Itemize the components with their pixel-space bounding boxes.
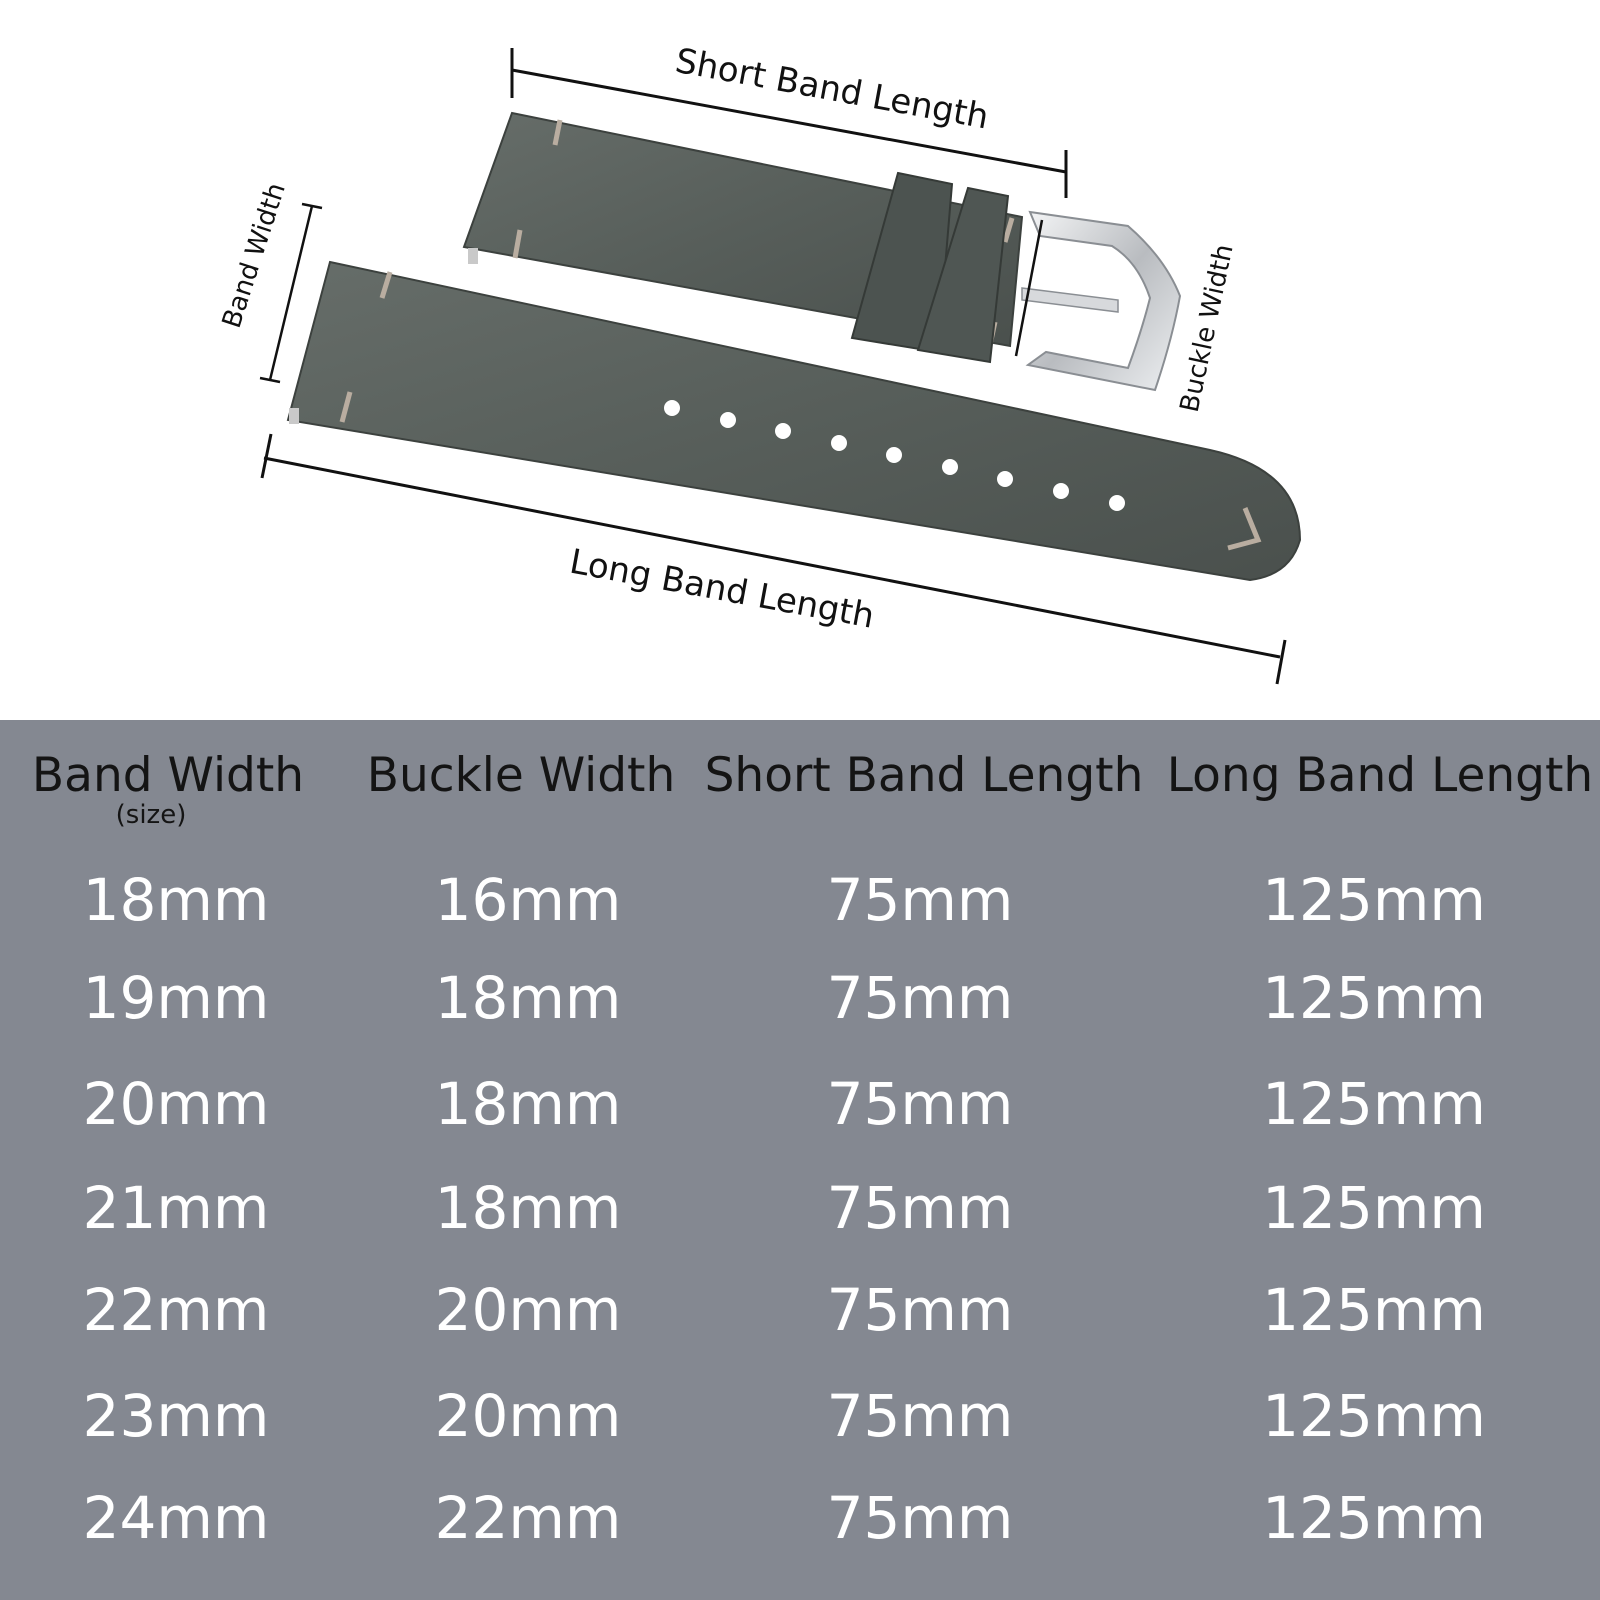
- buckle: [1021, 210, 1182, 392]
- table-row: 24mm 22mm 75mm 125mm: [0, 1478, 1600, 1558]
- long-band-leather: [286, 260, 1302, 582]
- table-row: 18mm 16mm 75mm 125mm: [0, 860, 1600, 940]
- size-table: Band Width (size) Buckle Width Short Ban…: [0, 720, 1600, 1600]
- cell-long-band-length: 125mm: [1262, 964, 1486, 1032]
- keeper-loop-2: [916, 186, 1010, 364]
- dimension-band-width: [259, 202, 323, 384]
- header-band-width-size-note: (size): [115, 800, 187, 830]
- long-band-stitch-top: [379, 271, 393, 299]
- short-band-pin: [468, 248, 478, 264]
- dimension-long-band-length: [260, 433, 1287, 685]
- cell-short-band-length: 75mm: [826, 1484, 1014, 1552]
- cell-band-width: 21mm: [82, 1174, 270, 1242]
- cell-band-width: 22mm: [82, 1276, 270, 1344]
- long-band-stitch-tip: [1227, 507, 1262, 551]
- short-band: [462, 111, 1024, 364]
- cell-band-width: 20mm: [82, 1070, 270, 1138]
- table-row: 19mm 18mm 75mm 125mm: [0, 958, 1600, 1038]
- cell-buckle-width: 20mm: [434, 1382, 622, 1450]
- cell-buckle-width: 18mm: [434, 1174, 622, 1242]
- cell-buckle-width: 20mm: [434, 1276, 622, 1344]
- cell-short-band-length: 75mm: [826, 1174, 1014, 1242]
- dimension-buckle-width: [1014, 219, 1044, 357]
- long-band: [286, 260, 1302, 582]
- cell-buckle-width: 16mm: [434, 866, 622, 934]
- cell-band-width: 24mm: [82, 1484, 270, 1552]
- cell-short-band-length: 75mm: [826, 866, 1014, 934]
- cell-buckle-width: 18mm: [434, 1070, 622, 1138]
- short-band-stitch-top: [552, 119, 563, 146]
- cell-long-band-length: 125mm: [1262, 1484, 1486, 1552]
- table-row: 23mm 20mm 75mm 125mm: [0, 1376, 1600, 1456]
- label-band-width: Band Width: [217, 179, 292, 331]
- buckle-frame: [1025, 210, 1182, 392]
- label-buckle-width: Buckle Width: [1175, 242, 1240, 415]
- cell-short-band-length: 75mm: [826, 1070, 1014, 1138]
- cell-band-width: 18mm: [82, 866, 270, 934]
- cell-long-band-length: 125mm: [1262, 1276, 1486, 1344]
- header-buckle-width: Buckle Width: [366, 748, 676, 803]
- long-band-stitch-bottom: [339, 391, 353, 423]
- cell-long-band-length: 125mm: [1262, 1174, 1486, 1242]
- strap-diagram: Short Band Length Long Band Length Band …: [217, 41, 1302, 685]
- label-long-band-length: Long Band Length: [567, 542, 878, 637]
- cell-band-width: 19mm: [82, 964, 270, 1032]
- label-short-band-length: Short Band Length: [672, 41, 991, 138]
- cell-buckle-width: 22mm: [434, 1484, 622, 1552]
- cell-long-band-length: 125mm: [1262, 1070, 1486, 1138]
- short-band-stitch-bottom: [512, 229, 523, 259]
- table-row: 20mm 18mm 75mm 125mm: [0, 1064, 1600, 1144]
- buckle-tongue: [1021, 287, 1119, 313]
- cell-short-band-length: 75mm: [826, 1276, 1014, 1344]
- cell-band-width: 23mm: [82, 1382, 270, 1450]
- long-band-pin: [289, 408, 299, 424]
- cell-long-band-length: 125mm: [1262, 866, 1486, 934]
- table-row: 22mm 20mm 75mm 125mm: [0, 1270, 1600, 1350]
- cell-short-band-length: 75mm: [826, 1382, 1014, 1450]
- strap-holes: [664, 400, 1125, 511]
- header-long-band-length: Long Band Length: [1166, 748, 1594, 803]
- header-band-width: Band Width: [31, 748, 305, 803]
- header-short-band-length: Short Band Length: [704, 748, 1144, 803]
- short-band-stitch-end-top: [1002, 217, 1015, 243]
- dimension-short-band-length: [510, 48, 1068, 198]
- table-row: 21mm 18mm 75mm 125mm: [0, 1168, 1600, 1248]
- cell-buckle-width: 18mm: [434, 964, 622, 1032]
- cell-long-band-length: 125mm: [1262, 1382, 1486, 1450]
- cell-short-band-length: 75mm: [826, 964, 1014, 1032]
